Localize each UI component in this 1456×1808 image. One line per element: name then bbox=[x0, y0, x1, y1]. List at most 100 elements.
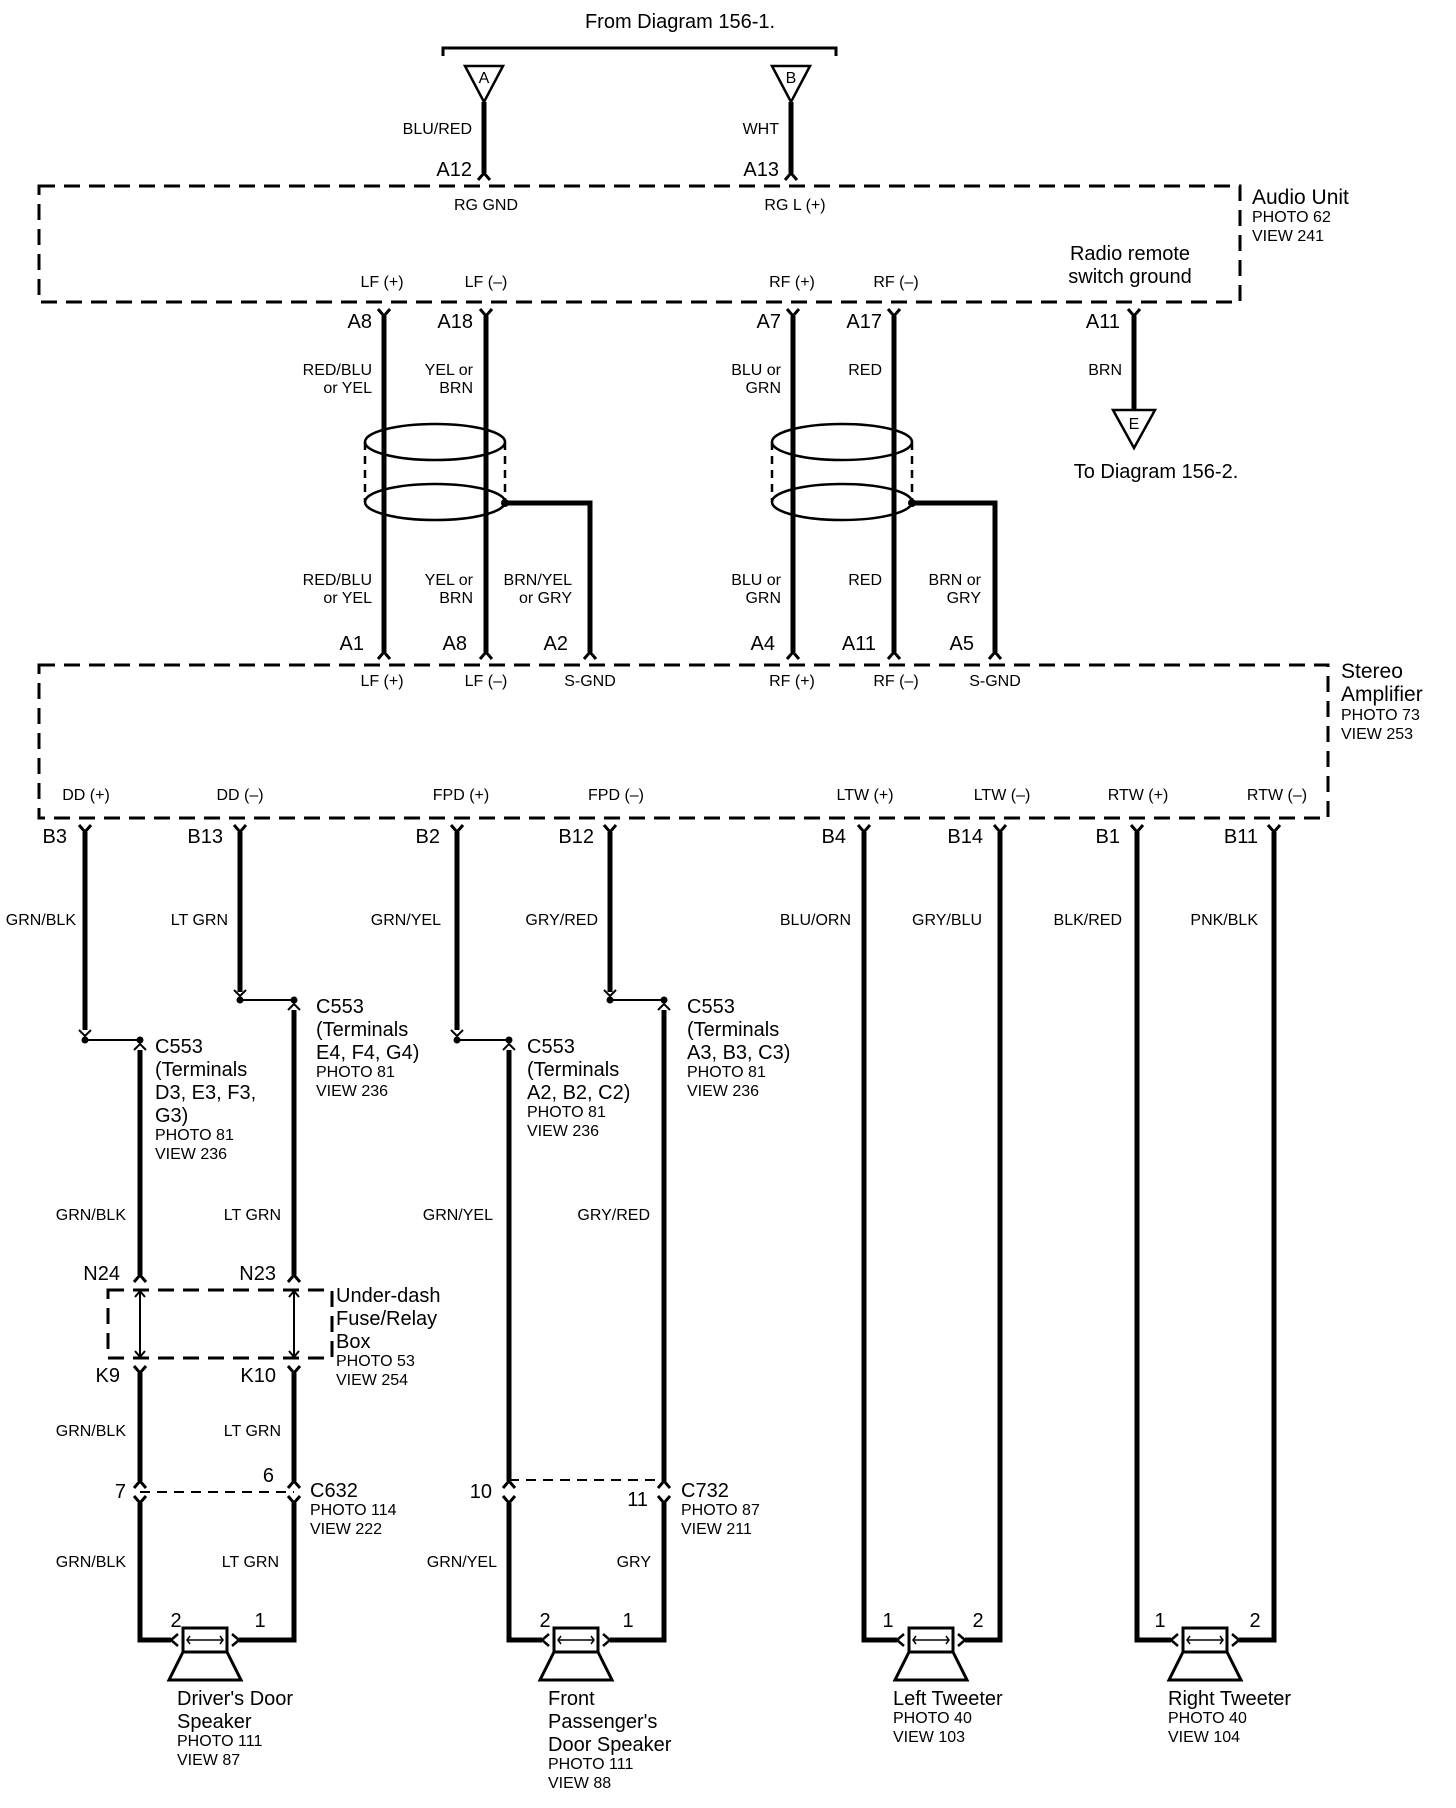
remote-ground-line1: Radio remote bbox=[1070, 243, 1190, 265]
pin-a11-au: A11 bbox=[1086, 311, 1120, 333]
amp-s-gnd-1: S-GND bbox=[564, 673, 616, 690]
svg-text:PHOTO 114: PHOTO 114 bbox=[310, 1502, 397, 1519]
svg-text:(Terminals: (Terminals bbox=[316, 1019, 408, 1041]
wire-red-top: RED bbox=[848, 362, 882, 379]
au-rf-pos: RF (+) bbox=[769, 274, 815, 291]
wire-brn: BRN bbox=[1088, 362, 1122, 379]
pin-b4: B4 bbox=[822, 826, 846, 848]
wire-label-wht: WHT bbox=[743, 121, 780, 138]
pin-a4: A4 bbox=[751, 633, 775, 655]
c632-label: C632 PHOTO 114 VIEW 222 bbox=[310, 1480, 397, 1538]
fuse-box-label: Under-dash Fuse/Relay Box PHOTO 53 VIEW … bbox=[336, 1285, 441, 1389]
svg-text:VIEW 236: VIEW 236 bbox=[155, 1146, 227, 1163]
amp-lf-neg: LF (–) bbox=[465, 673, 508, 690]
svg-text:Fuse/Relay: Fuse/Relay bbox=[336, 1308, 437, 1330]
wire-blu-grn-bot-2: GRN bbox=[745, 590, 781, 607]
audio-unit-photo: PHOTO 62 bbox=[1252, 209, 1331, 226]
wire-grn-blk-2: GRN/BLK bbox=[56, 1207, 127, 1224]
c732-label: C732 PHOTO 87 VIEW 211 bbox=[681, 1480, 760, 1538]
svg-text:G3): G3) bbox=[155, 1105, 188, 1127]
wire-red-blu-bot-2: or YEL bbox=[323, 590, 372, 607]
svg-text:E: E bbox=[1129, 416, 1140, 433]
au-lf-neg: LF (–) bbox=[465, 274, 508, 291]
svg-text:VIEW 254: VIEW 254 bbox=[336, 1372, 408, 1389]
left-tweeter: 1 2 Left Tweeter PHOTO 40 VIEW 103 bbox=[882, 1610, 1003, 1746]
from-diagram-bracket bbox=[441, 46, 838, 56]
amp-photo: PHOTO 73 bbox=[1341, 707, 1420, 724]
svg-text:C553: C553 bbox=[687, 996, 735, 1018]
right-tweeter-pin-1: 1 bbox=[1154, 1610, 1165, 1632]
svg-text:PHOTO 53: PHOTO 53 bbox=[336, 1353, 415, 1370]
svg-text:VIEW 236: VIEW 236 bbox=[316, 1083, 388, 1100]
pin-k9: K9 bbox=[96, 1365, 120, 1387]
c732-pin-11: 11 bbox=[627, 1489, 648, 1511]
svg-text:VIEW 222: VIEW 222 bbox=[310, 1521, 382, 1538]
wire-pnk-blk: PNK/BLK bbox=[1190, 912, 1258, 929]
pin-k10: K10 bbox=[240, 1365, 276, 1387]
driver-door-speaker: 2 1 Driver's Door Speaker PHOTO 111 VIEW… bbox=[167, 1610, 293, 1769]
svg-text:VIEW 211: VIEW 211 bbox=[681, 1521, 752, 1538]
svg-text:Door Speaker: Door Speaker bbox=[548, 1734, 672, 1756]
c632-pin-6: 6 bbox=[263, 1465, 274, 1487]
wire-red-bot: RED bbox=[848, 572, 882, 589]
svg-text:VIEW 236: VIEW 236 bbox=[527, 1123, 599, 1140]
amp-rf-neg: RF (–) bbox=[873, 673, 918, 690]
pin-b11: B11 bbox=[1224, 826, 1258, 848]
pin-a8-au: A8 bbox=[348, 311, 372, 333]
pin-b1: B1 bbox=[1096, 826, 1120, 848]
pin-a5: A5 bbox=[950, 633, 974, 655]
svg-text:PHOTO 81: PHOTO 81 bbox=[316, 1064, 395, 1081]
svg-text:C732: C732 bbox=[681, 1480, 729, 1502]
svg-text:A: A bbox=[479, 70, 490, 87]
passenger-door-speaker: 2 1 Front Passenger's Door Speaker PHOTO… bbox=[538, 1610, 672, 1792]
svg-text:Speaker: Speaker bbox=[177, 1711, 252, 1733]
fuse-relay-box bbox=[106, 1288, 334, 1360]
amp-lf-pos: LF (+) bbox=[360, 673, 403, 690]
pin-b14: B14 bbox=[947, 826, 983, 848]
svg-text:PHOTO 40: PHOTO 40 bbox=[1168, 1710, 1247, 1727]
svg-text:E4, F4, G4): E4, F4, G4) bbox=[316, 1042, 419, 1064]
c553-d3-label: C553 (Terminals D3, E3, F3, G3) PHOTO 81… bbox=[155, 1036, 256, 1163]
pin-n23: N23 bbox=[239, 1263, 276, 1285]
wire-brn-gry-2: GRY bbox=[947, 590, 982, 607]
wire-lt-grn-4: LT GRN bbox=[222, 1554, 279, 1571]
audio-unit-title: Audio Unit bbox=[1252, 186, 1349, 209]
wire-lt-grn-2: LT GRN bbox=[224, 1207, 281, 1224]
c632-pin-7: 7 bbox=[115, 1481, 126, 1503]
wire-gry-blu: GRY/BLU bbox=[912, 912, 982, 929]
svg-text:A3, B3, C3): A3, B3, C3) bbox=[687, 1042, 790, 1064]
rg-l-label: RG L (+) bbox=[764, 197, 825, 214]
flag-b: B bbox=[769, 64, 813, 105]
left-tweeter-pin-1: 1 bbox=[882, 1610, 893, 1632]
driver-speaker-pin-1: 1 bbox=[254, 1610, 265, 1632]
svg-text:PHOTO 87: PHOTO 87 bbox=[681, 1502, 760, 1519]
svg-text:C632: C632 bbox=[310, 1480, 358, 1502]
wire-blu-grn-top-2: GRN bbox=[745, 380, 781, 397]
svg-text:(Terminals: (Terminals bbox=[155, 1059, 247, 1081]
svg-text:Left Tweeter: Left Tweeter bbox=[893, 1688, 1003, 1710]
pin-a8-amp: A8 bbox=[443, 633, 467, 655]
wire-grn-blk-1: GRN/BLK bbox=[6, 912, 77, 929]
wire-blk-red: BLK/RED bbox=[1054, 912, 1122, 929]
amp-title-2: Amplifier bbox=[1341, 683, 1423, 706]
amp-ltw-neg: LTW (–) bbox=[974, 787, 1031, 804]
amp-dd-neg: DD (–) bbox=[216, 787, 263, 804]
svg-text:VIEW 236: VIEW 236 bbox=[687, 1083, 759, 1100]
amp-rf-pos: RF (+) bbox=[769, 673, 815, 690]
wire-red-blu-top-2: or YEL bbox=[323, 380, 372, 397]
passenger-speaker-pin-2: 2 bbox=[539, 1610, 550, 1632]
wire-blu-orn: BLU/ORN bbox=[780, 912, 851, 929]
svg-text:(Terminals: (Terminals bbox=[527, 1059, 619, 1081]
pin-a7: A7 bbox=[757, 311, 781, 333]
wire-grn-yel-3: GRN/YEL bbox=[427, 1554, 497, 1571]
svg-text:B: B bbox=[786, 70, 797, 87]
wire-yel-brn-top-2: BRN bbox=[439, 380, 473, 397]
amp-view: VIEW 253 bbox=[1341, 726, 1413, 743]
svg-text:PHOTO 40: PHOTO 40 bbox=[893, 1710, 972, 1727]
wire-brn-yel-gry-2: or GRY bbox=[519, 590, 572, 607]
wire-lt-grn-3: LT GRN bbox=[224, 1423, 281, 1440]
passenger-speaker-pin-1: 1 bbox=[622, 1610, 633, 1632]
driver-speaker-pin-2: 2 bbox=[170, 1610, 181, 1632]
wire-yel-brn-top-1: YEL or bbox=[425, 362, 474, 379]
pin-a1: A1 bbox=[340, 633, 364, 655]
